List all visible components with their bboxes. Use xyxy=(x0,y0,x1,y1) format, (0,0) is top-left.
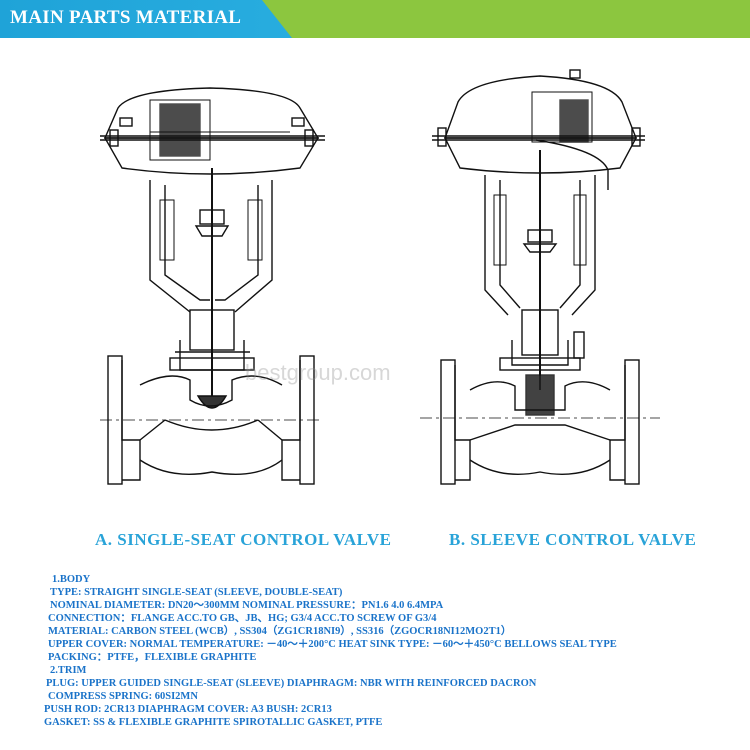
spec-line-trim-heading: 2.TRIM xyxy=(50,665,87,676)
header-green-block xyxy=(292,0,750,38)
sleeve-valve-diagram xyxy=(420,69,660,485)
header-slant-decoration xyxy=(262,0,292,38)
caption-single-seat-valve: A. SINGLE-SEAT CONTROL VALVE xyxy=(95,530,392,549)
page-title: MAIN PARTS MATERIAL xyxy=(10,7,242,28)
valve-drawings xyxy=(100,69,660,485)
spec-line-connection: CONNECTION：FLANGE ACC.TO GB、JB、HG; G3/4 … xyxy=(48,613,437,624)
spec-line-spring: COMPRESS SPRING: 60SI2MN xyxy=(48,691,198,702)
spec-line-diameter-pressure: NOMINAL DIAMETER: DN20～300MM NOMINAL PRE… xyxy=(50,600,444,611)
spec-line-pushrod-cover-bush: PUSH ROD: 2CR13 DIAPHRAGM COVER: A3 BUSH… xyxy=(44,704,332,715)
spec-line-upper-cover: UPPER COVER: NORMAL TEMPERATURE: －40～＋20… xyxy=(48,639,617,650)
spec-line-body-heading: 1.BODY xyxy=(52,574,91,585)
spec-line-material: MATERIAL: CARBON STEEL (WCB）, SS304（ZG1C… xyxy=(48,626,512,637)
header-bar: MAIN PARTS MATERIAL xyxy=(0,0,750,38)
spec-line-plug-diaphragm: PLUG: UPPER GUIDED SINGLE-SEAT (SLEEVE) … xyxy=(46,678,537,689)
caption-sleeve-valve: B. SLEEVE CONTROL VALVE xyxy=(449,530,697,549)
spec-line-packing: PACKING：PTFE，FLEXIBLE GRAPHITE xyxy=(48,652,257,663)
spec-line-type: TYPE: STRAIGHT SINGLE-SEAT (SLEEVE, DOUB… xyxy=(50,587,343,598)
single-seat-valve-diagram xyxy=(100,87,325,485)
spec-line-gasket: GASKET: SS & FLEXIBLE GRAPHITE SPIROTALL… xyxy=(44,717,383,728)
watermark-text: bestgroup.com xyxy=(245,360,391,385)
